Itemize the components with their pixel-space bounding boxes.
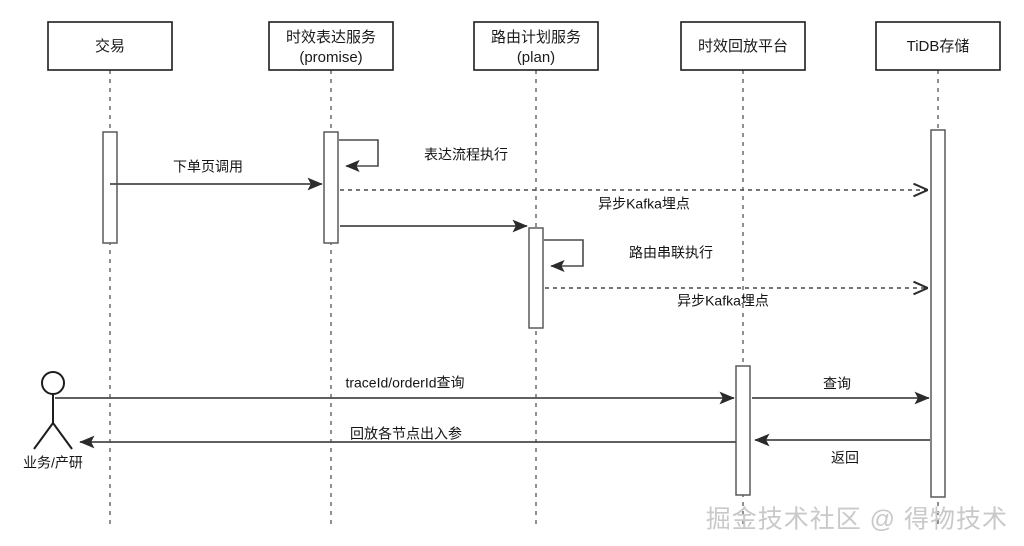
participant-sublabel-plan: (plan) — [517, 49, 555, 66]
participant-promise[interactable]: 时效表达服务 (promise) — [268, 21, 394, 71]
message-arrow-plan-self-execution — [544, 239, 584, 273]
actor-label-business-rd: 业务/产研 — [23, 455, 83, 471]
actor-leg-left-icon — [33, 422, 54, 450]
message-db-query[interactable]: 查询 — [752, 376, 930, 405]
message-replay-node-params[interactable]: 回放各节点出入参 — [79, 426, 736, 449]
participant-tidb[interactable]: TiDB存储 — [875, 21, 1001, 71]
watermark-text: 掘金技术社区 @ 得物技术 — [706, 506, 1008, 534]
activation-bar-platform[interactable] — [735, 365, 751, 496]
message-label-async-kafka-2: 异步Kafka埋点 — [677, 293, 769, 309]
message-async-kafka-1[interactable]: 异步Kafka埋点 — [340, 190, 927, 212]
activation-bar-promise[interactable] — [323, 131, 339, 244]
participant-platform[interactable]: 时效回放平台 — [680, 21, 806, 71]
participant-label-tidb: TiDB存储 — [907, 38, 970, 55]
message-label-replay-node-params: 回放各节点出入参 — [350, 426, 462, 442]
messages-group: 下单页调用 表达流程执行 异步Kafka埋点 路由串联执行 — [55, 139, 930, 466]
lifelines-group — [109, 70, 939, 528]
participants-group: 交易 时效表达服务 (promise) 路由计划服务 (plan) 时效回放平台… — [47, 21, 1001, 71]
activation-bar-tidb[interactable] — [930, 129, 946, 498]
actor-leg-right-icon — [52, 422, 73, 450]
participant-box-trade[interactable] — [47, 21, 173, 71]
participant-box-tidb[interactable] — [875, 21, 1001, 71]
participant-sublabel-promise: (promise) — [299, 49, 362, 66]
participant-label-trade: 交易 — [95, 37, 125, 55]
participant-label-promise: 时效表达服务 — [286, 29, 376, 46]
participant-box-promise[interactable] — [268, 21, 394, 71]
activation-bar-trade[interactable] — [102, 131, 118, 244]
message-label-trace-order-query: traceId/orderId查询 — [345, 375, 464, 391]
message-label-promise-self-execution: 表达流程执行 — [424, 147, 508, 163]
message-order-page-call[interactable]: 下单页调用 — [110, 159, 323, 191]
message-plan-self-execution[interactable]: 路由串联执行 — [544, 239, 713, 273]
participant-box-platform[interactable] — [680, 21, 806, 71]
message-db-return[interactable]: 返回 — [754, 433, 930, 466]
message-async-kafka-2[interactable]: 异步Kafka埋点 — [545, 288, 927, 309]
actor-head-icon — [41, 371, 65, 395]
participant-label-platform: 时效回放平台 — [698, 38, 788, 55]
message-trace-order-query[interactable]: traceId/orderId查询 — [55, 375, 735, 405]
participant-label-plan: 路由计划服务 — [491, 29, 581, 46]
message-label-order-page-call: 下单页调用 — [173, 159, 243, 175]
message-arrow-promise-self-execution — [339, 139, 379, 173]
activation-bar-plan[interactable] — [528, 227, 544, 329]
message-label-plan-self-execution: 路由串联执行 — [629, 245, 713, 261]
message-label-async-kafka-1: 异步Kafka埋点 — [598, 196, 690, 212]
message-label-db-query: 查询 — [823, 376, 851, 392]
participant-box-plan[interactable] — [473, 21, 599, 71]
participant-plan[interactable]: 路由计划服务 (plan) — [473, 21, 599, 71]
activations-group — [102, 129, 946, 498]
message-label-db-return: 返回 — [831, 450, 859, 466]
participant-trade[interactable]: 交易 — [47, 21, 173, 71]
actor-business-rd[interactable]: 业务/产研 — [23, 371, 83, 471]
message-promise-self-execution[interactable]: 表达流程执行 — [339, 139, 508, 173]
